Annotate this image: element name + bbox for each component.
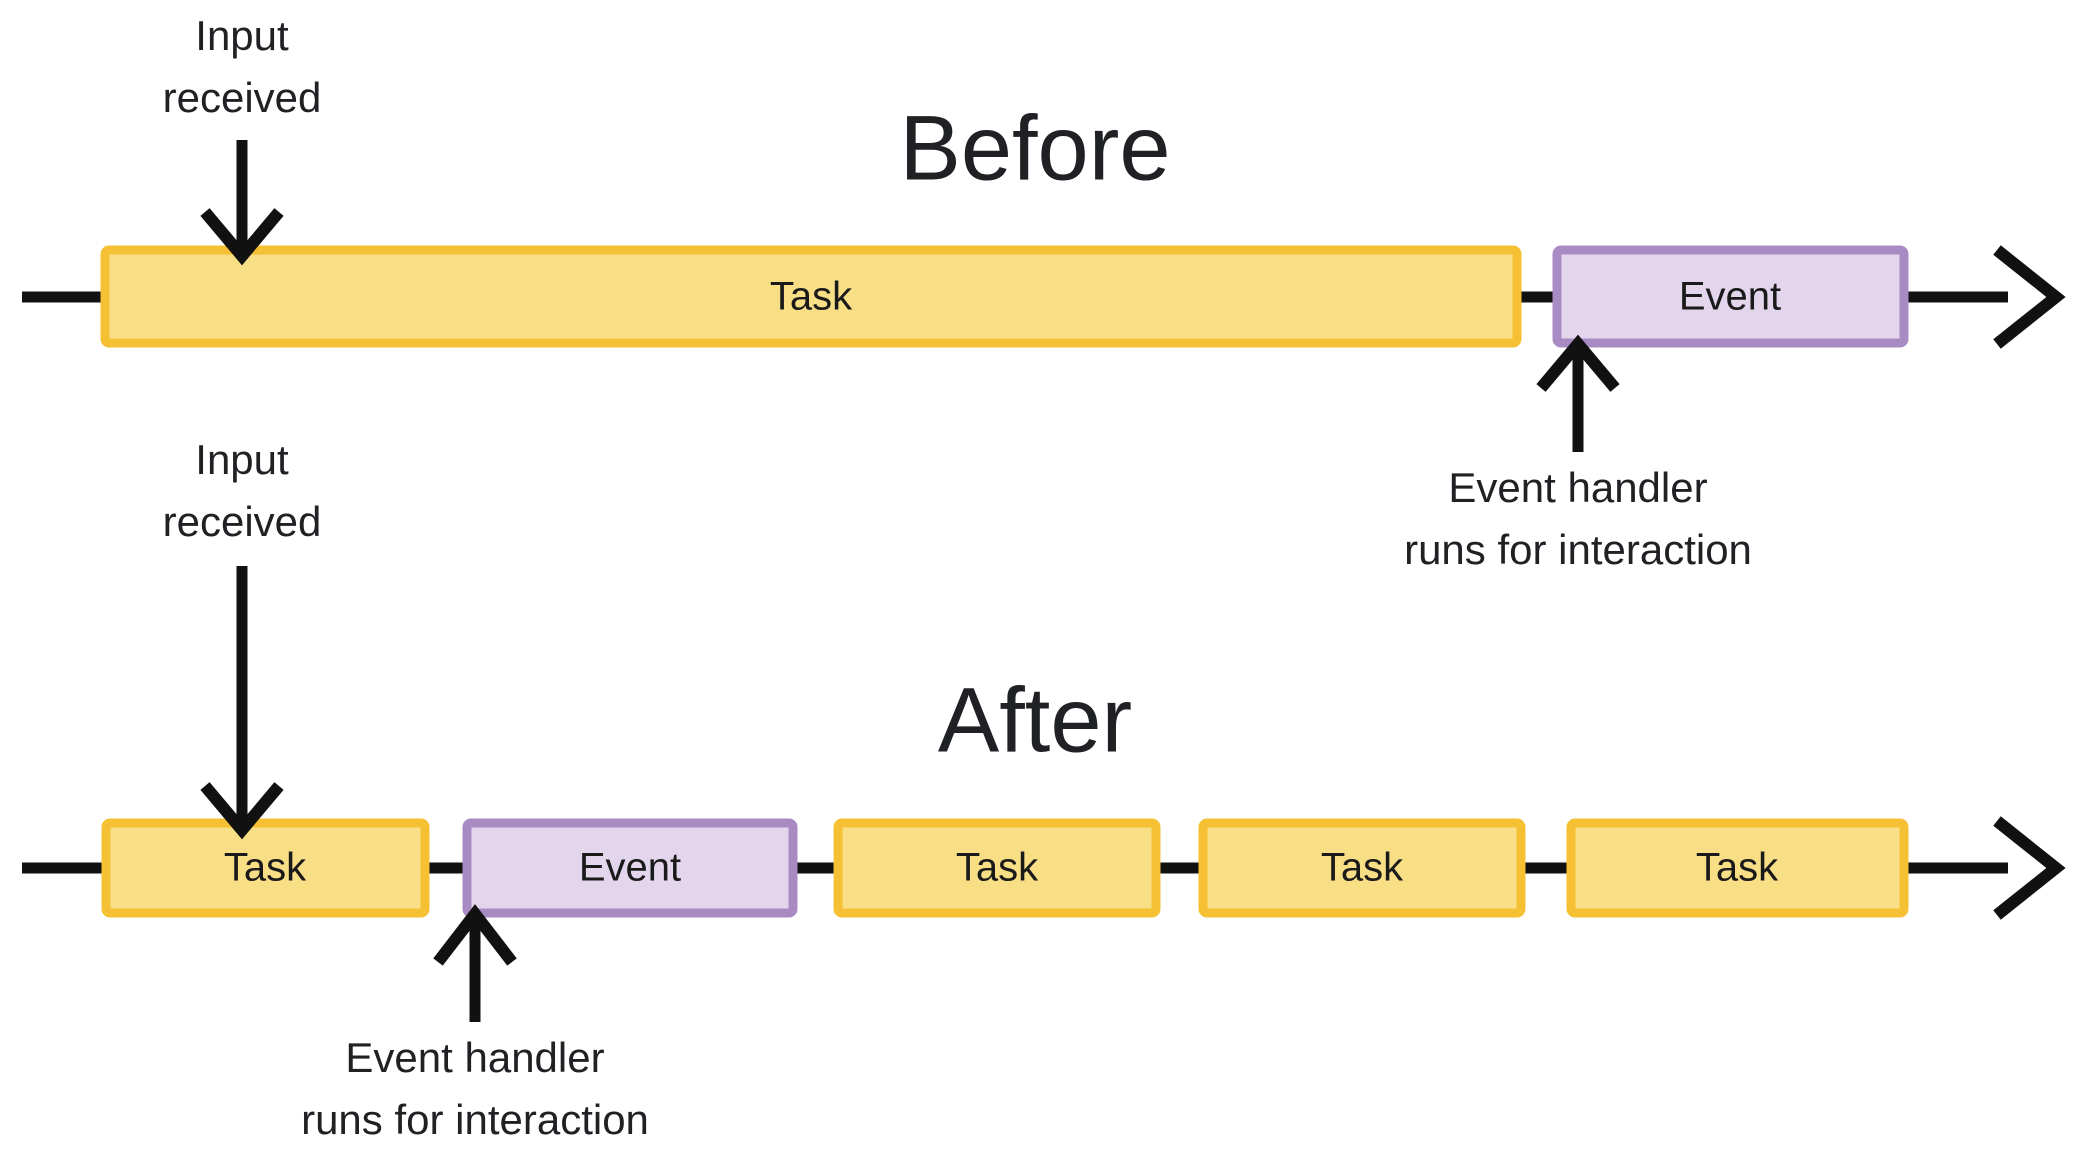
section-title-before: Before [899,97,1170,199]
block-event-before-rect [1552,245,1909,348]
block-task-after-1[interactable]: Task [101,818,430,918]
block-task-after-4-label: Task [1696,846,1779,890]
block-task-after-2-rect [833,818,1161,918]
annotation-input-received-before-line1: Input [195,12,289,59]
block-event-after-label: Event [579,846,681,890]
annotation-event-handler-before-line2: runs for interaction [1404,526,1752,573]
block-task-before-label: Task [770,275,853,319]
block-event-before-label: Event [1679,275,1781,319]
block-task-before-rect [100,245,1522,348]
annotation-event-handler-before-line1: Event handler [1448,464,1707,511]
block-task-after-3-label: Task [1321,846,1404,890]
annotation-event-handler-after-arrow-head [433,904,517,966]
section-after: After Task Event Task Task Task [22,436,2066,1143]
block-task-after-4[interactable]: Task [1566,818,1909,918]
annotation-event-handler-before-arrow-head [1536,334,1620,392]
block-task-after-1-label: Task [224,846,307,890]
block-task-after-2-label: Task [956,846,1039,890]
block-task-after-2[interactable]: Task [833,818,1161,918]
section-before: Before Task Event Input received Event h… [22,12,2066,573]
block-event-after-rect [462,818,798,918]
timeline-arrow-head-before [1993,245,2066,349]
annotation-event-handler-before: Event handler runs for interaction [1404,334,1752,573]
block-event-before[interactable]: Event [1552,245,1909,348]
annotation-input-received-before: Input received [163,12,322,266]
annotation-input-received-after-line2: received [163,498,322,545]
annotation-event-handler-after-line1: Event handler [345,1034,604,1081]
annotation-input-received-before-line2: received [163,74,322,121]
block-task-after-3-rect [1198,818,1526,918]
block-event-after[interactable]: Event [462,818,798,918]
block-task-after-3[interactable]: Task [1198,818,1526,918]
block-task-before[interactable]: Task [100,245,1522,348]
section-title-after: After [938,669,1132,771]
annotation-input-received-after-line1: Input [195,436,289,483]
annotation-event-handler-after: Event handler runs for interaction [301,904,649,1143]
annotation-event-handler-after-line2: runs for interaction [301,1096,649,1143]
block-task-after-4-rect [1566,818,1909,918]
annotation-input-received-after: Input received [163,436,322,840]
block-task-after-1-rect [101,818,430,918]
annotation-input-received-after-arrow-head [200,782,284,840]
timeline-arrow-head-after [1993,816,2066,920]
annotation-input-received-before-arrow-head [200,208,284,266]
